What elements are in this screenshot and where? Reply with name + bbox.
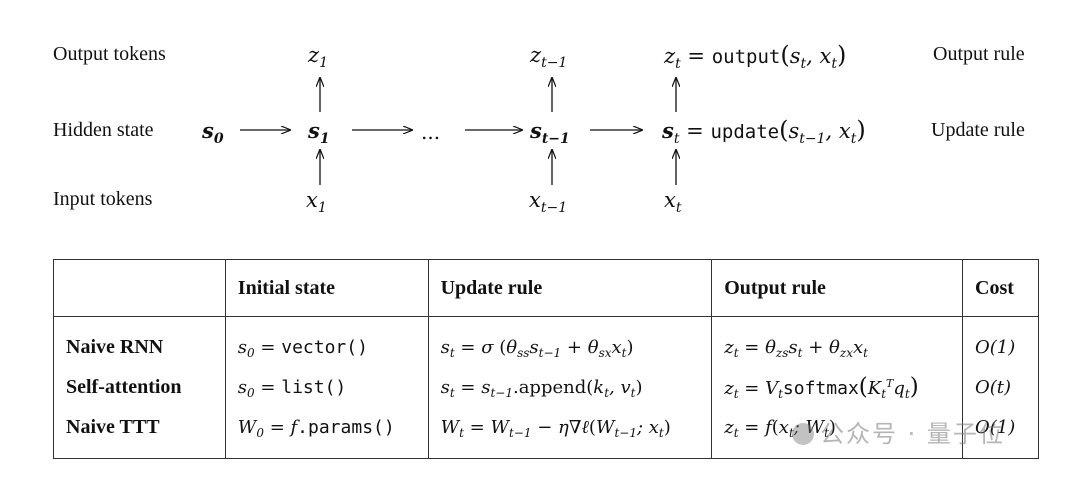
x-t: xt <box>664 188 682 216</box>
naive-ttt-update-rule: Wt = Wt−1 − η∇ℓ(Wt−1; xt) <box>427 407 712 459</box>
s-0: s0 <box>202 118 224 147</box>
comparison-table: Initial state Update rule Output rule Co… <box>53 259 1039 459</box>
output-fn: output <box>711 46 781 68</box>
naive-ttt-output-rule: zt = f(xt; Wt) <box>711 407 963 459</box>
table-row: Naive TTT W0 = f.params() Wt = Wt−1 − η∇… <box>54 407 1039 459</box>
watermark: 公众号 · 量子位 <box>792 414 1005 449</box>
header-output-rule: Output rule <box>711 259 963 317</box>
header-cost: Cost <box>962 259 1039 317</box>
header-initial-state: Initial state <box>224 259 429 317</box>
x-t-minus-1: xt−1 <box>529 188 568 216</box>
z-t-minus-1: zt−1 <box>530 43 568 71</box>
row-name-self-attention: Self-attention <box>66 375 182 398</box>
table-row: Naive RNN s0 = vector() st = σ (θssst−1 … <box>54 316 1039 368</box>
label-hidden-state: Hidden state <box>53 119 154 141</box>
naive-rnn-output-rule: zt = θzsst + θzxxt <box>711 316 963 368</box>
label-output-tokens: Output tokens <box>53 43 166 65</box>
naive-ttt-initial-state: W0 = f.params() <box>224 407 429 459</box>
naive-rnn-update-rule: st = σ (θssst−1 + θsxxt) <box>427 316 712 368</box>
header-empty <box>53 259 226 317</box>
row-name-naive-ttt: Naive TTT <box>66 416 160 439</box>
row-name-naive-rnn: Naive RNN <box>66 335 164 358</box>
table-row: Self-attention s0 = list() st = st−1.app… <box>54 367 1039 408</box>
diagram-arrows <box>240 0 1080 185</box>
label-update-rule: Update rule <box>931 119 1025 141</box>
naive-rnn-initial-state: s0 = vector() <box>224 316 429 368</box>
s-1: s1 <box>308 118 330 147</box>
self-attention-initial-state: s0 = list() <box>224 367 429 408</box>
naive-rnn-cost: O(1) <box>962 316 1039 368</box>
label-input-tokens: Input tokens <box>53 188 153 210</box>
watermark-text: 公众号 · 量子位 <box>820 420 1005 448</box>
s-t-minus-1: st−1 <box>530 118 570 147</box>
output-equation: zt = output(st, xt) <box>664 41 847 72</box>
table-header-row: Initial state Update rule Output rule Co… <box>53 259 1039 317</box>
z-1: z1 <box>308 43 328 71</box>
self-attention-output-rule: zt = Vtsoftmax(KtTqt) <box>711 367 963 408</box>
wechat-icon <box>792 423 814 445</box>
naive-ttt-cost: O(1) <box>962 407 1039 459</box>
label-output-rule: Output rule <box>933 43 1025 65</box>
self-attention-cost: O(t) <box>962 367 1039 408</box>
update-fn: update <box>710 121 780 143</box>
self-attention-update-rule: st = st−1.append(kt, vt) <box>427 367 712 408</box>
ellipsis: ... <box>421 120 441 144</box>
header-update-rule: Update rule <box>427 259 712 317</box>
update-equation: st = update(st−1, xt) <box>662 116 866 147</box>
x-1: x1 <box>306 188 327 216</box>
